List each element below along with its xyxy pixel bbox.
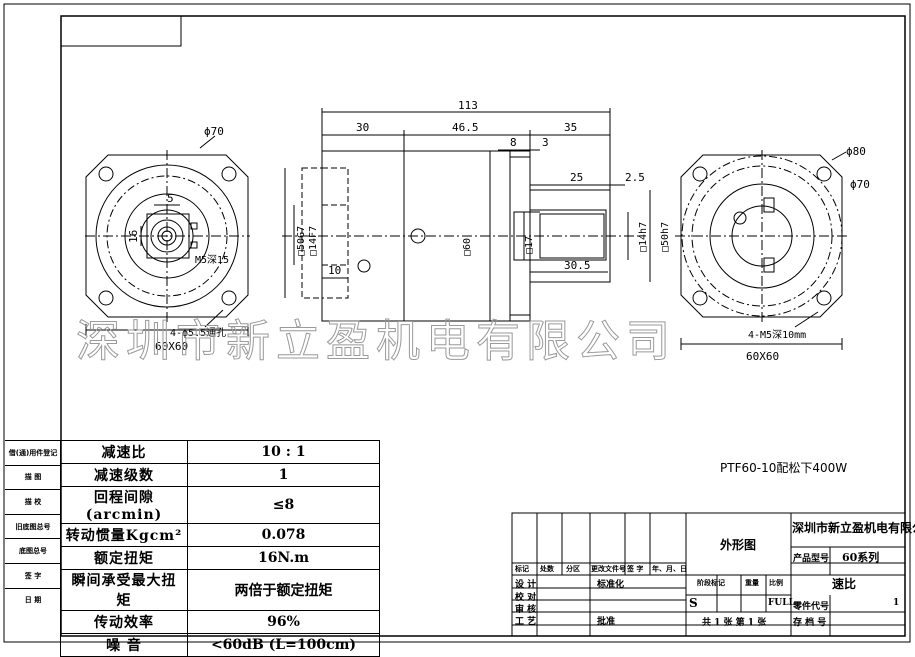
spec-value: ≤8 [187,486,380,524]
tb-part-name: 速比 [832,577,857,591]
model-note: PTF60-10配松下400W [720,461,848,475]
dim-left-dia70: ϕ70 [204,125,224,138]
dim-right-square: 60X60 [746,350,779,363]
side-label-column: 借(通)用件登记 描 图 描 校 旧底图总号 底图总号 签 字 日 期 [5,440,61,612]
tb-sheets: 共 1 张 第 1 张 [702,618,767,628]
dim-35: 35 [564,121,577,134]
dim-right-dia70: ϕ70 [850,178,870,191]
tb-company: 深圳市新立盈机电有限公司 [792,521,915,535]
dim-46-5: 46.5 [452,121,479,134]
side-label: 描 校 [5,489,61,514]
left-end-view [85,135,250,336]
spec-value: 10 : 1 [187,440,380,464]
spec-label: 瞬间承受最大扭矩 [60,569,188,611]
tb-part-code-label: 零件代号 [793,602,830,612]
outer-border [3,3,911,643]
dim-right-dia80: ϕ80 [846,145,866,158]
side-label: 日 期 [5,587,61,613]
spec-label: 减速比 [60,440,188,464]
inner-frame [60,15,906,637]
spec-label: 噪 音 [60,633,188,657]
tb-design: 设 计 [515,580,537,590]
dim-2-5: 2.5 [625,171,645,184]
dim-shaft-17: □17 [524,236,535,254]
tb-check: 校 对 [515,593,537,603]
tb-drawing-name: 外形图 [720,538,757,552]
tb-ratio: 比例 [769,578,783,587]
tb-process: 工 艺 [515,617,537,627]
spec-value: 16N.m [187,546,380,570]
side-label: 描 图 [5,464,61,490]
tb-approve: 批准 [597,617,616,627]
dim-10: 10 [328,264,341,277]
side-label: 借(通)用件登记 [5,440,61,465]
dim-left-5: 5 [167,192,174,205]
side-label: 签 字 [5,562,61,588]
spec-value: <60dB (L=100cm) [187,633,380,657]
tb-weight: 重量 [745,578,759,587]
spec-label: 额定扭矩 [60,546,188,570]
tb-product-model-label: 产品型号 [793,554,830,564]
tb-date: 年、月、日 [652,564,687,573]
spec-value: 96% [187,610,380,634]
tb-zone: 分区 [566,564,580,573]
dim-30: 30 [356,121,369,134]
dim-bore-50g7: □50G7 [296,226,307,256]
side-label: 底图总号 [5,538,61,563]
spec-value: 两倍于额定扭矩 [187,569,380,611]
dim-shaft-50h7: □50h7 [660,222,671,252]
dim-body-60: □60 [462,238,473,256]
dim-8: 8 [510,136,517,149]
spec-label: 转动惯量Kgcm² [60,523,188,547]
spec-value: 1 [187,463,380,487]
dim-3: 3 [542,136,549,149]
corner-box [60,15,182,47]
spec-label: 传动效率 [60,610,188,634]
dim-left-16: 16 [127,230,140,243]
spec-label: 减速级数 [60,463,188,487]
dim-overall-length: 113 [458,99,478,112]
dim-right-holes: 4-M5深10mm [748,329,806,341]
spec-row: 瞬间承受最大扭矩两倍于额定扭矩 [60,569,380,611]
tb-stage-mark: 阶段标记 [697,578,725,587]
dim-left-holes: 4-ϕ5.5通孔 [170,327,226,339]
tb-scale-text: FULL [768,598,795,608]
title-block [511,512,906,637]
right-end-view [675,150,850,350]
tb-standardize: 标准化 [597,580,625,590]
spec-value: 0.078 [187,523,380,547]
spec-label: 回程间隙(arcmin) [60,486,188,524]
spec-row: 噪 音<60dB (L=100cm) [60,633,380,657]
side-label: 旧底图总号 [5,513,61,539]
tb-review: 审 核 [515,605,537,615]
tb-signature: 签 字 [627,564,644,573]
dim-30-5: 30.5 [564,259,591,272]
watermark: 深圳市新立盈机电有限公司 [76,316,676,367]
tb-change-doc: 更改文件号 [591,564,626,573]
tb-count: 处数 [540,564,554,573]
tb-stage-s: S [689,596,698,610]
dim-bore-14f7: □14F7 [308,226,319,256]
tb-marks: 标记 [515,564,529,573]
dim-left-square: 60X60 [155,340,188,353]
dim-left-m5: M5深15 [195,254,229,266]
dim-shaft-14h7: □14h7 [638,222,649,252]
tb-file-code: 存 档 号 [793,618,827,628]
tb-page-no: 1 [893,598,900,608]
tb-product-model: 60系列 [842,551,880,564]
dim-25: 25 [570,171,583,184]
side-view [282,108,651,322]
spec-row: 回程间隙(arcmin)≤8 [60,486,380,524]
